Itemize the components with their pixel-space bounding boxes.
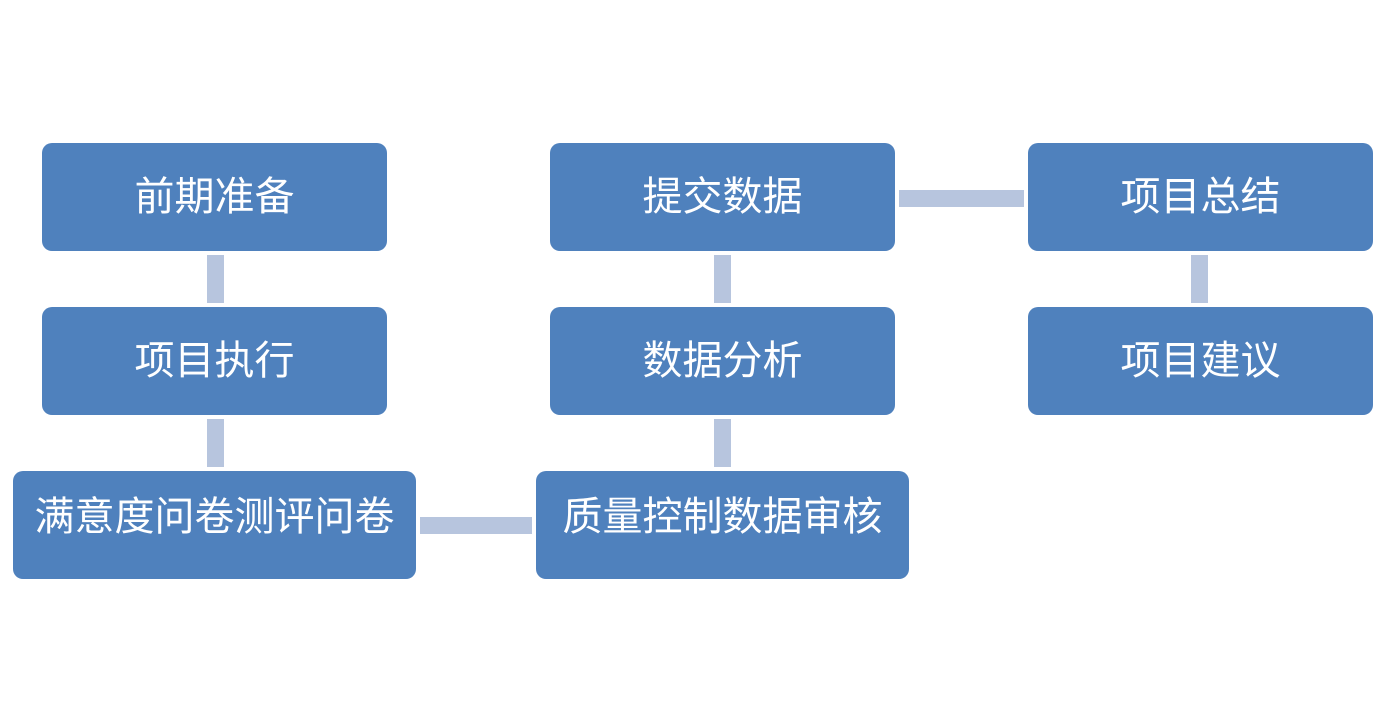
node-analysis-label: 数据分析 (642, 338, 803, 384)
connector-prep-execute (207, 255, 224, 303)
node-submit: 提交数据 (550, 143, 895, 251)
connector-submit-summary (899, 190, 1024, 207)
node-execute-label: 项目执行 (134, 338, 295, 384)
connector-analysis-submit (714, 255, 731, 303)
node-advice-label: 项目建议 (1120, 338, 1281, 384)
node-survey-label: 满意度问卷测评问卷 (34, 494, 395, 540)
node-submit-label: 提交数据 (642, 174, 803, 220)
connector-execute-survey (207, 419, 224, 467)
node-advice: 项目建议 (1028, 307, 1373, 415)
node-summary-label: 项目总结 (1120, 174, 1281, 220)
node-quality-label: 质量控制数据审核 (562, 494, 883, 540)
node-quality: 质量控制数据审核 (536, 471, 909, 579)
node-prep-label: 前期准备 (134, 174, 295, 220)
connector-summary-advice (1191, 255, 1208, 303)
node-survey: 满意度问卷测评问卷 (13, 471, 416, 579)
node-summary: 项目总结 (1028, 143, 1373, 251)
connector-survey-quality (420, 517, 532, 534)
connector-quality-analysis (714, 419, 731, 467)
node-prep: 前期准备 (42, 143, 387, 251)
node-execute: 项目执行 (42, 307, 387, 415)
node-analysis: 数据分析 (550, 307, 895, 415)
